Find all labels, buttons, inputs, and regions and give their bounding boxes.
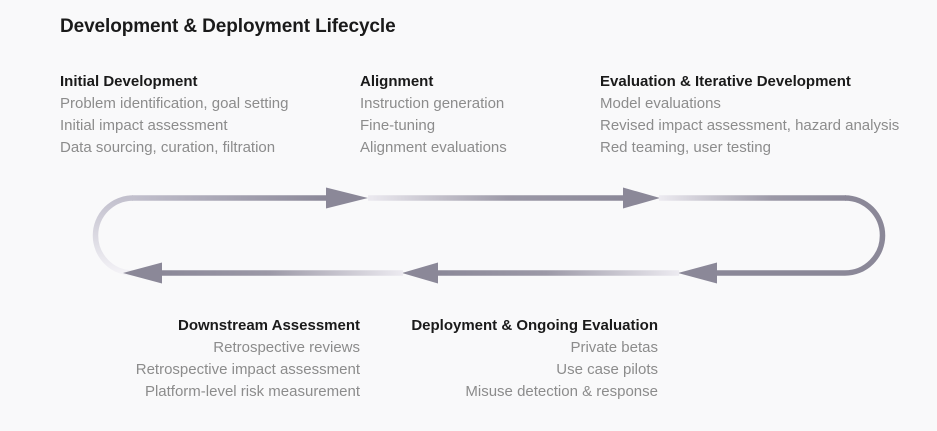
stage-item: Data sourcing, curation, filtration [60, 139, 276, 156]
stage-item: Platform-level risk measurement [144, 383, 360, 400]
loop-right-curve [844, 195, 886, 276]
stage-heading: Alignment [360, 73, 434, 90]
stage-deployment-ongoing-evaluation: Deployment & Ongoing Evaluation Private … [411, 315, 658, 403]
stage-heading: Downstream Assessment [177, 317, 360, 334]
stage-heading: Deployment & Ongoing Evaluation [411, 317, 658, 334]
stage-downstream-assessment: Downstream Assessment Retrospective revi… [136, 315, 360, 403]
arrow-right-icon [623, 187, 660, 209]
page-title: Development & Deployment Lifecycle [60, 16, 396, 37]
stage-item: Fine-tuning [360, 117, 436, 134]
stage-item: Retrospective impact assessment [135, 361, 360, 378]
stage-item: Misuse detection & response [465, 383, 658, 400]
arrow-right-icon [326, 187, 368, 209]
stage-item: Problem identification, goal setting [60, 95, 289, 112]
stage-item: Revised impact assessment, hazard analys… [600, 117, 900, 134]
stage-item: Model evaluations [600, 95, 721, 112]
arrow-left-icon [402, 262, 438, 284]
stage-item: Retrospective reviews [213, 339, 360, 356]
stage-evaluation-iterative-development: Evaluation & Iterative Development Model… [600, 71, 899, 159]
stage-alignment: Alignment Instruction generation Fine-tu… [360, 71, 507, 159]
stage-item: Instruction generation [360, 95, 505, 112]
stage-item: Use case pilots [556, 361, 658, 378]
stage-heading: Initial Development [60, 73, 198, 90]
arrow-left-icon [678, 262, 717, 284]
stage-heading: Evaluation & Iterative Development [600, 73, 851, 90]
arrow-left-icon [123, 262, 162, 284]
stage-item: Initial impact assessment [60, 117, 228, 134]
loop-left-curve [92, 195, 134, 276]
stage-item: Red teaming, user testing [600, 139, 771, 156]
stage-initial-development: Initial Development Problem identificati… [60, 71, 288, 159]
stage-item: Private betas [570, 339, 658, 356]
stage-item: Alignment evaluations [360, 139, 507, 156]
